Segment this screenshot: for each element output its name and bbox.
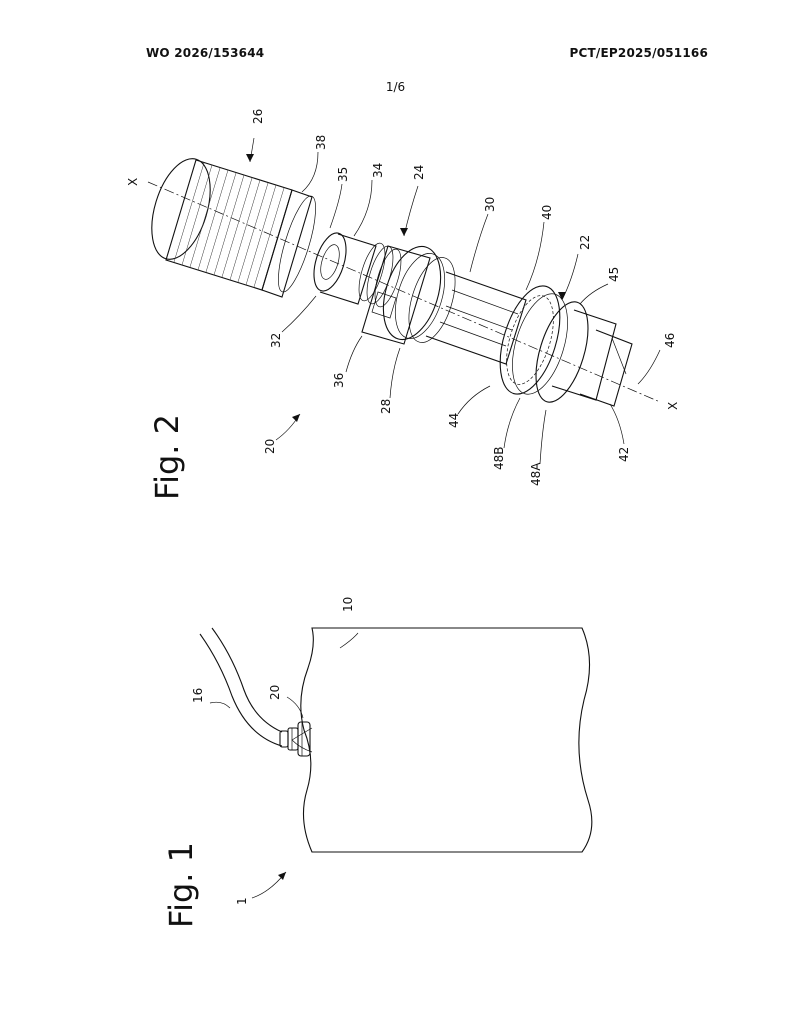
tube-30 [425, 271, 527, 365]
ref-10: 10 [341, 597, 355, 612]
ref-40: 40 [540, 205, 554, 220]
fig1-caption: Fig. 1 [162, 842, 200, 928]
application-number: PCT/EP2025/051166 [569, 46, 708, 60]
ref-32: 32 [269, 333, 283, 348]
ref-34: 34 [371, 163, 385, 178]
ref-48a: 48A [529, 462, 543, 486]
axis-x-top: X [126, 178, 140, 186]
ref-44: 44 [447, 413, 461, 428]
ref-45: 45 [607, 267, 621, 282]
gear-ring-40 [499, 285, 568, 395]
ref-46: 46 [663, 333, 677, 348]
ref-20-fig2: 20 [263, 439, 277, 454]
publication-number: WO 2026/153644 [146, 46, 265, 60]
ref-35: 35 [336, 167, 350, 182]
ref-16: 16 [191, 688, 205, 703]
bag-body [300, 627, 593, 853]
cap-26 [151, 158, 316, 298]
ref-1: 1 [235, 897, 249, 905]
base-22 [535, 301, 633, 407]
fig2-drawing: X X 26 38 35 34 24 30 40 22 45 46 32 36 … [126, 109, 680, 500]
spout-32 [313, 232, 402, 308]
ref-28: 28 [379, 399, 393, 414]
ref-22: 22 [578, 235, 592, 250]
body-24 [361, 245, 456, 345]
fig2-caption: Fig. 2 [148, 414, 186, 500]
hose [211, 627, 283, 733]
fig1-drawing: 16 20 10 1 Fig. 1 [162, 597, 593, 928]
ref-20-fig1: 20 [268, 685, 282, 700]
ref-30: 30 [483, 197, 497, 212]
ref-38: 38 [314, 135, 328, 150]
ref-48b: 48B [492, 446, 506, 470]
fitting-fig1 [279, 721, 311, 757]
ref-26: 26 [251, 109, 265, 124]
ref-36: 36 [332, 373, 346, 388]
fig2-leaders [249, 137, 661, 465]
sheet-number: 1/6 [385, 80, 406, 94]
axis-x-bottom: X [666, 402, 680, 410]
ref-24: 24 [412, 165, 426, 180]
ref-42: 42 [617, 447, 631, 462]
